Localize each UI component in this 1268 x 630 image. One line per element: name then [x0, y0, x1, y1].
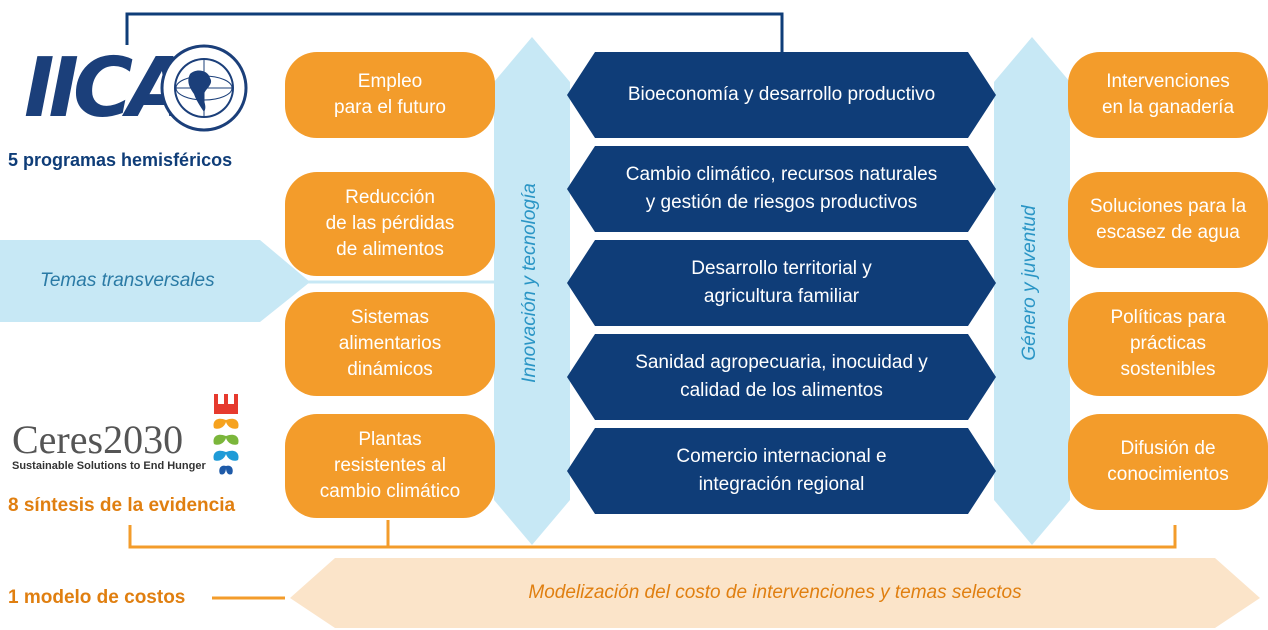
- ceres-caption: 8 síntesis de la evidencia: [8, 495, 236, 516]
- right-topic-pill-1: Intervenciones en la ganadería: [1068, 52, 1268, 138]
- program-hexagon-1: [567, 52, 996, 138]
- gender-arrow: [994, 37, 1070, 545]
- innovation-label: Innovación y tecnología: [519, 183, 540, 383]
- program-hexagon-3: [567, 240, 996, 326]
- cost-model-caption: 1 modelo de costos: [8, 587, 186, 608]
- left-topic-pill-3: Sistemas alimentarios dinámicos: [285, 292, 495, 396]
- iica-caption: 5 programas hemisféricos: [8, 150, 233, 170]
- left-topic-pill-4: Plantas resistentes al cambio climático: [285, 414, 495, 518]
- globe-icon: [160, 44, 248, 132]
- transversal-arrow: [0, 240, 310, 322]
- program-hexagon-2: [567, 146, 996, 232]
- cost-model-banner-shape: [290, 558, 1260, 628]
- ceres-tagline: Sustainable Solutions to End Hunger: [12, 460, 206, 472]
- ceres-logo-text: Ceres2030: [12, 417, 184, 462]
- innovation-arrow: [494, 37, 570, 545]
- gender-label: Género y juventud: [1019, 205, 1040, 361]
- program-hexagon-4: [567, 334, 996, 420]
- transversal-label: Temas transversales: [40, 270, 215, 291]
- program-hexagon-5: [567, 428, 996, 514]
- right-topic-pill-2: Soluciones para la escasez de agua: [1068, 172, 1268, 268]
- left-topic-pill-2: Reducción de las pérdidas de alimentos: [285, 172, 495, 276]
- ceres-wheat-icon: [213, 394, 239, 475]
- left-topic-pill-1: Empleo para el futuro: [285, 52, 495, 138]
- ceres-connector-line: [128, 525, 1177, 549]
- iica-connector-line: [125, 12, 784, 52]
- right-topic-pill-3: Políticas para prácticas sostenibles: [1068, 292, 1268, 396]
- right-topic-pill-4: Difusión de conocimientos: [1068, 414, 1268, 510]
- cost-model-banner-label: Modelización del costo de intervenciones…: [528, 582, 1022, 603]
